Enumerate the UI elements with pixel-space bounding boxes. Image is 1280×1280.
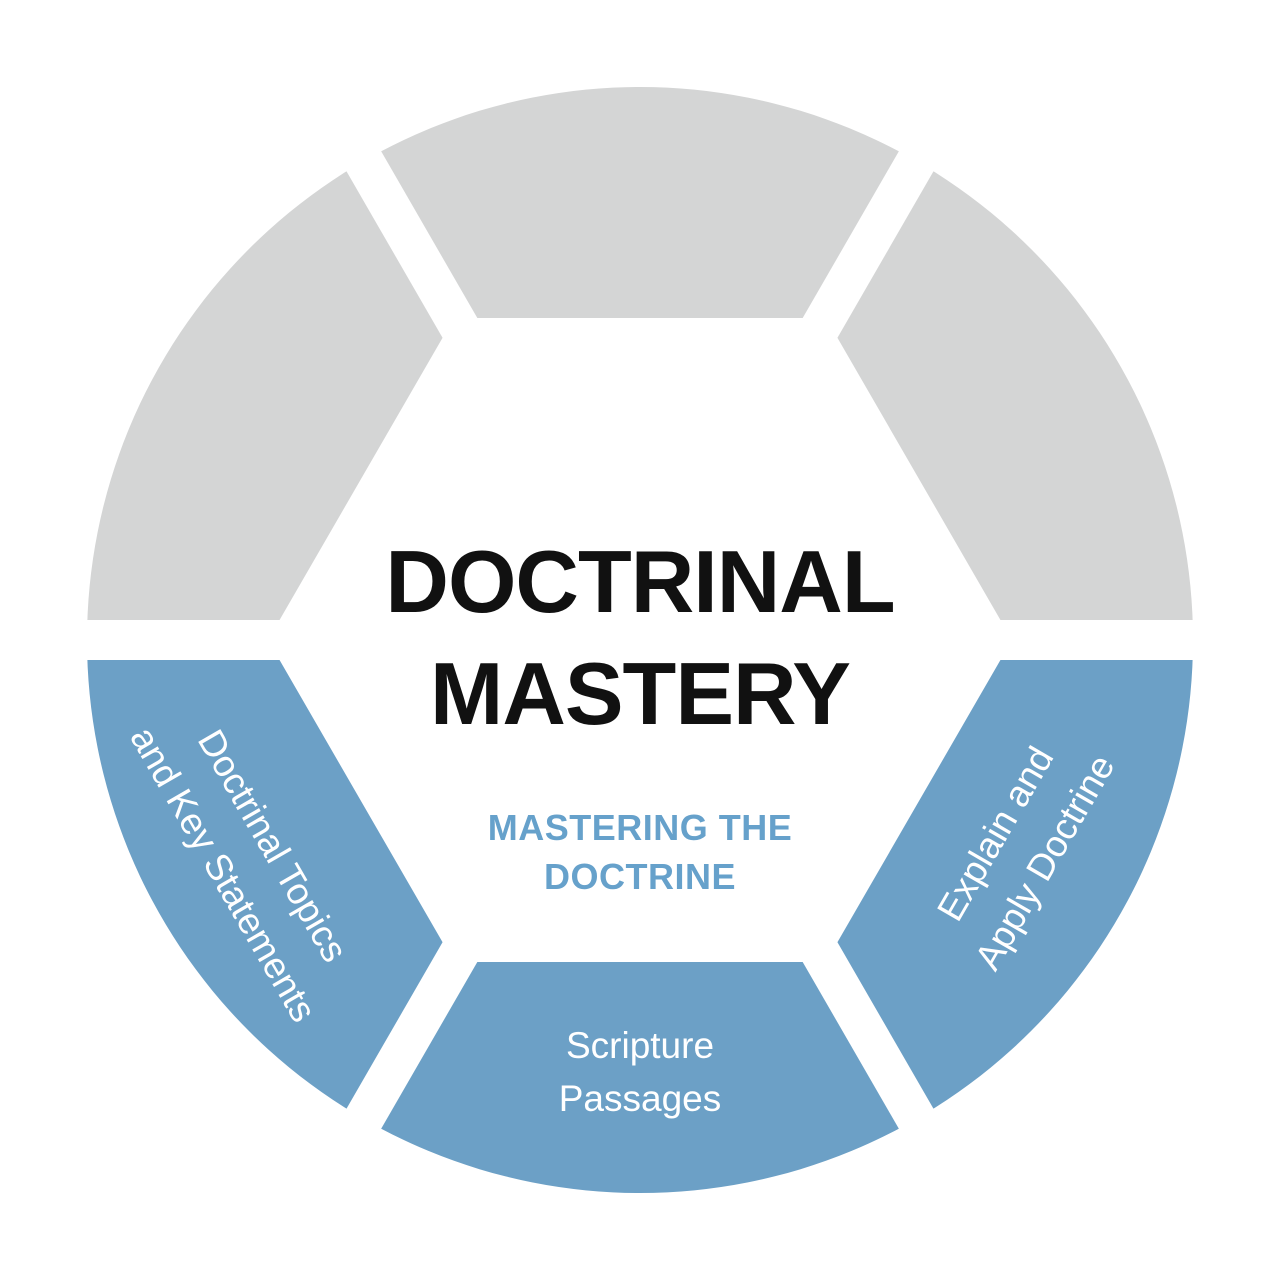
- active-segments-arc: [87, 640, 1193, 1193]
- title-line-2: MASTERY: [430, 644, 851, 743]
- diagram-title: DOCTRINAL MASTERY: [385, 526, 895, 750]
- segment-label-scripture-passages: Scripture Passages: [559, 1019, 722, 1125]
- subtitle-line-2: DOCTRINE: [543, 856, 736, 897]
- segment-label-line: Scripture: [565, 1025, 715, 1066]
- inactive-segments-arc: [87, 87, 1193, 640]
- title-line-1: DOCTRINAL: [385, 532, 895, 631]
- segment-label-line: Passages: [558, 1078, 722, 1119]
- subtitle-line-1: MASTERING THE: [487, 807, 793, 848]
- segment-gap-lines: [0, 110, 1280, 1170]
- diagram-subtitle: MASTERING THE DOCTRINE: [488, 803, 793, 901]
